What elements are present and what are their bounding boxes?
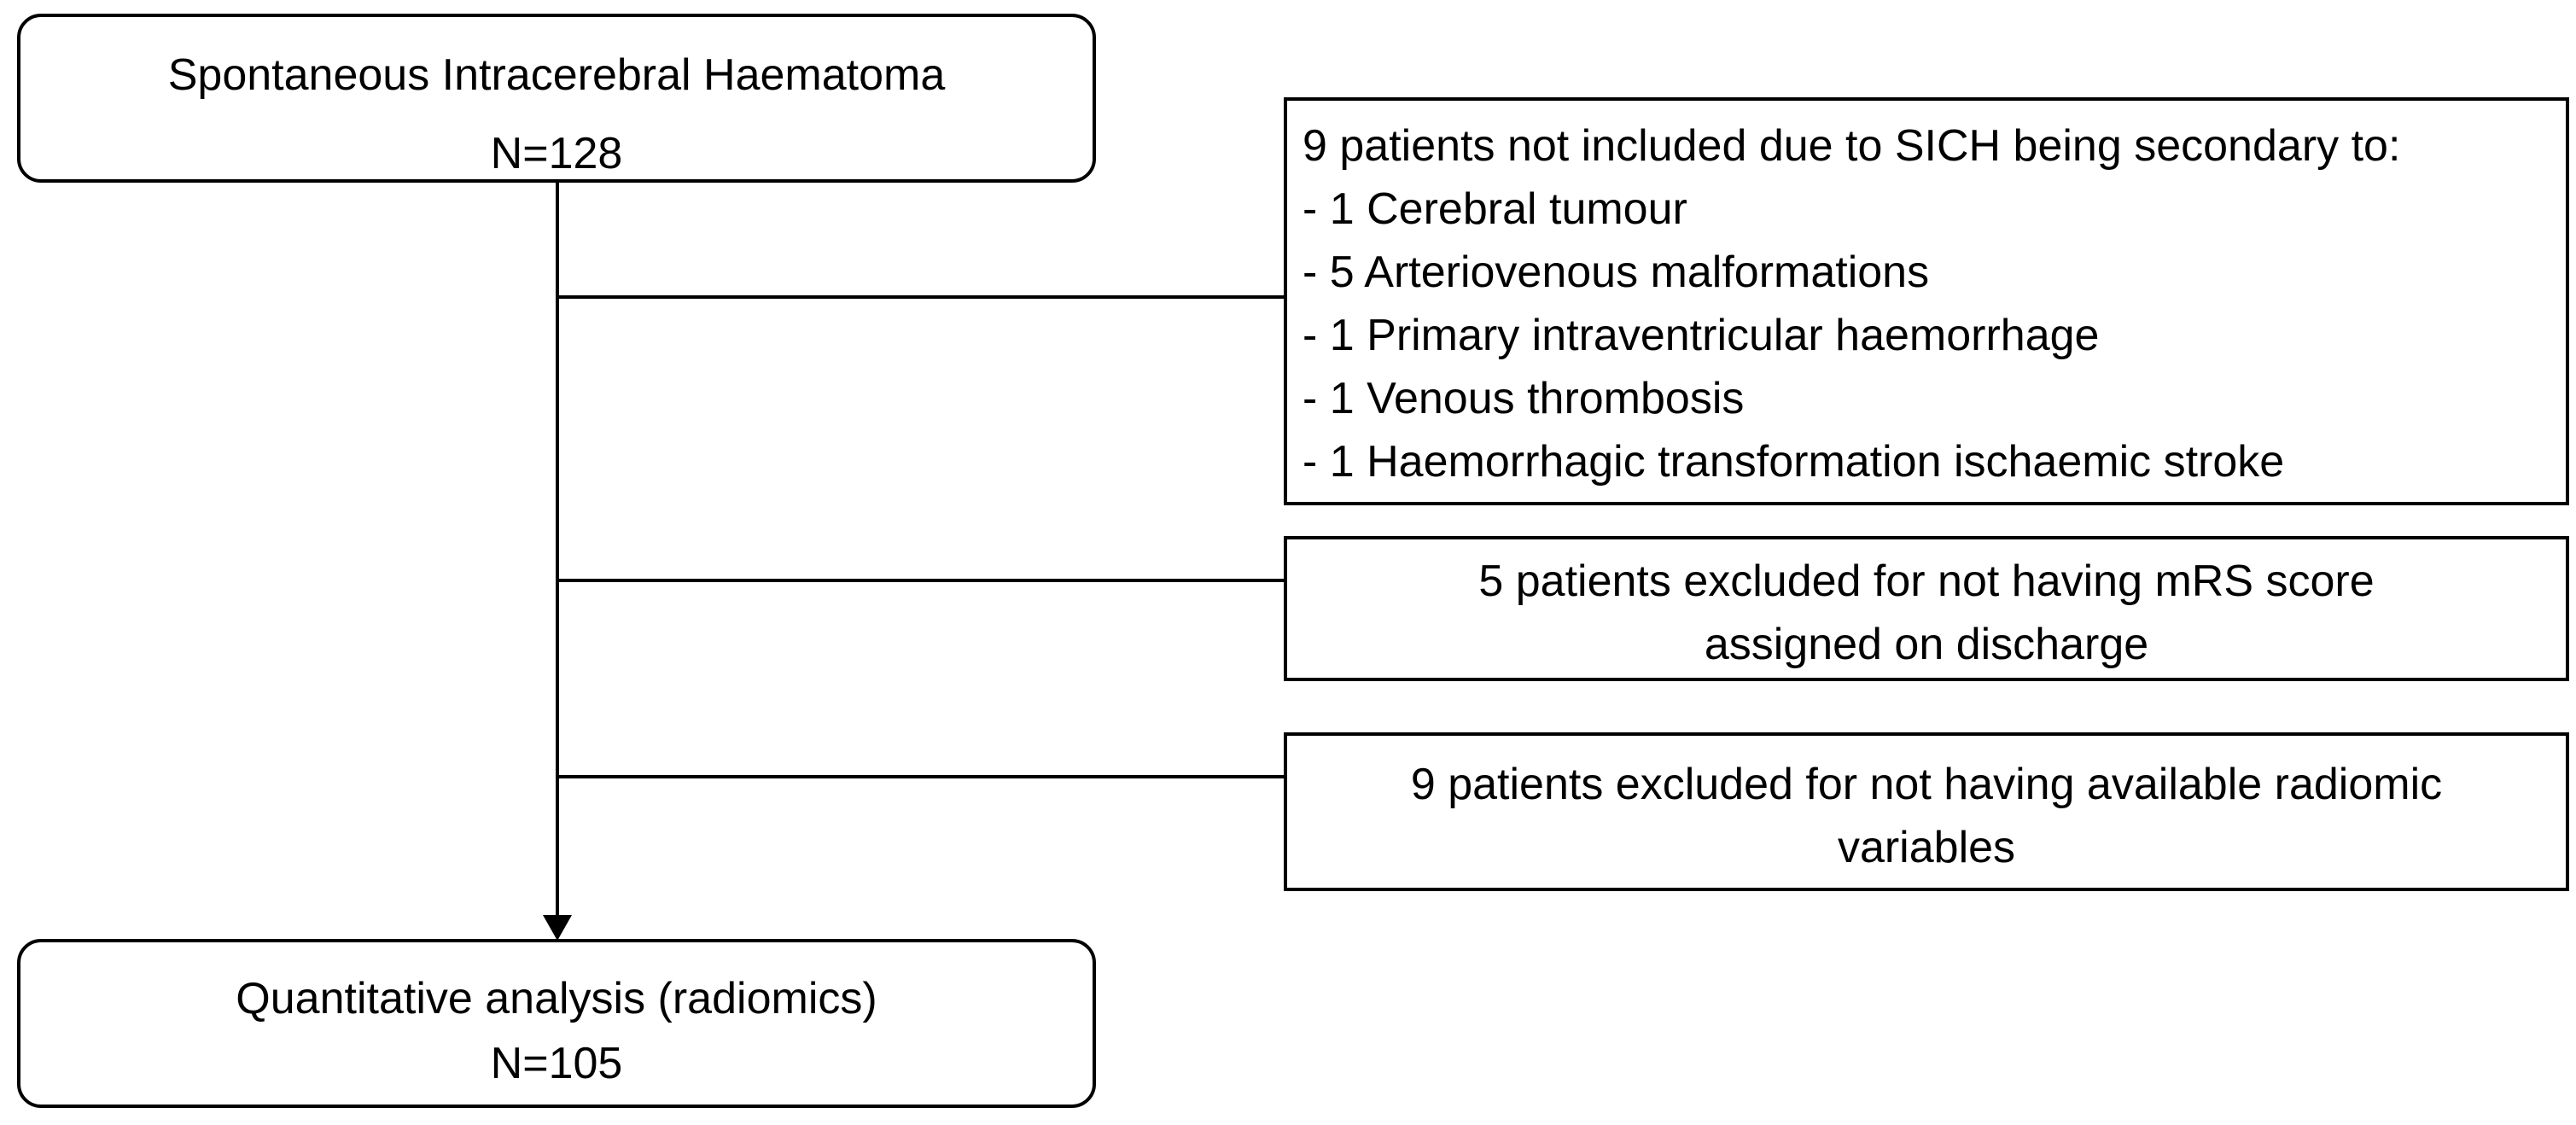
exclusion-box-radiomic: 9 patients excluded for not having avail… [1284,732,2569,891]
exclusion-heading: 9 patients not included due to SICH bein… [1303,121,2401,171]
main-flow-line [556,183,559,917]
start-box: Spontaneous Intracerebral Haematoma N=12… [17,14,1096,183]
exclusion-box-mrs: 5 patients excluded for not having mRS s… [1284,536,2569,681]
exclusion-text-line: variables [1837,823,2016,872]
result-box: Quantitative analysis (radiomics) N=105 [17,939,1096,1108]
result-count: N=105 [490,1039,623,1088]
branch-line-2 [557,579,1284,582]
exclusion-box-secondary-causes: 9 patients not included due to SICH bein… [1284,97,2569,505]
exclusion-text-line: 5 patients excluded for not having mRS s… [1478,557,2375,606]
exclusion-text-line: assigned on discharge [1704,620,2149,669]
result-title: Quantitative analysis (radiomics) [236,974,877,1023]
branch-line-3 [557,775,1284,778]
exclusion-text-line: 9 patients excluded for not having avail… [1410,760,2443,809]
branch-line-1 [557,295,1284,299]
start-title: Spontaneous Intracerebral Haematoma [167,50,946,100]
exclusion-item: - 1 Primary intraventricular haemorrhage [1303,311,2100,360]
start-count: N=128 [490,129,623,178]
exclusion-item: - 1 Haemorrhagic transformation ischaemi… [1303,437,2285,487]
exclusion-item: - 5 Arteriovenous malformations [1303,248,1930,297]
exclusion-item: - 1 Cerebral tumour [1303,184,1687,234]
exclusion-item: - 1 Venous thrombosis [1303,374,1745,423]
arrow-down-icon [543,915,572,941]
